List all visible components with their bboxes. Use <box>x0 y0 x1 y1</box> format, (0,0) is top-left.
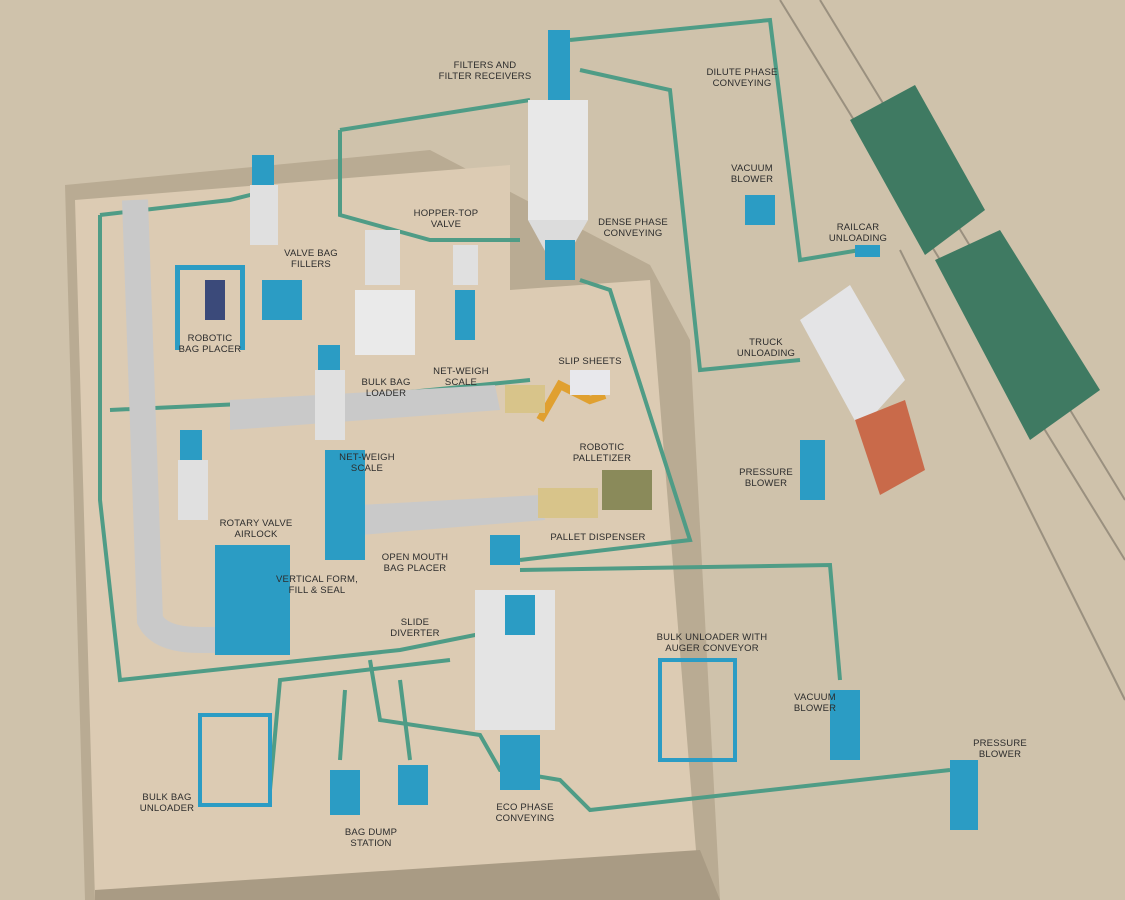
label-pressure-blower: PRESSURE BLOWER <box>973 738 1027 760</box>
filter-receiver-silo <box>528 30 588 280</box>
label-dense-phase: DENSE PHASE CONVEYING <box>598 217 668 239</box>
railcars <box>850 85 1100 440</box>
pallet <box>505 385 545 413</box>
label-truck-unloading: TRUCK UNLOADING <box>736 337 796 359</box>
conveyor <box>230 385 500 430</box>
label-net-weigh-scale: NET-WEIGH SCALE <box>433 366 489 388</box>
label-eco-phase: ECO PHASE CONVEYING <box>495 802 555 824</box>
equipment <box>175 155 978 830</box>
label-pressure-blower: PRESSURE BLOWER <box>739 467 793 489</box>
label-robotic-palletizer: ROBOTIC PALLETIZER <box>572 442 632 464</box>
label-slip-sheets: SLIP SHEETS <box>558 356 622 367</box>
label-dilute-phase: DILUTE PHASE CONVEYING <box>706 67 778 89</box>
pallet <box>538 488 598 518</box>
label-hopper-top-valve: HOPPER-TOP VALVE <box>413 208 479 230</box>
conveyor <box>360 495 545 535</box>
tanker-truck <box>800 285 925 495</box>
label-railcar-unloading: RAILCAR UNLOADING <box>828 222 888 244</box>
label-net-weigh-scale: NET-WEIGH SCALE <box>339 452 395 474</box>
slip-sheets <box>570 370 610 395</box>
wall-edge <box>95 850 720 900</box>
label-bulk-bag-loader: BULK BAG LOADER <box>361 377 411 399</box>
label-valve-bag-fillers: VALVE BAG FILLERS <box>284 248 338 270</box>
rail <box>899 249 1125 701</box>
label-bag-dump-station: BAG DUMP STATION <box>344 827 398 849</box>
label-bulk-unloader-auger: BULK UNLOADER WITH AUGER CONVEYOR <box>656 632 768 654</box>
label-filters: FILTERS AND FILTER RECEIVERS <box>438 60 532 82</box>
label-vacuum-blower: VACUUM BLOWER <box>730 163 774 185</box>
label-bulk-bag-unloader: BULK BAG UNLOADER <box>139 792 195 814</box>
label-pallet-dispenser: PALLET DISPENSER <box>550 532 646 543</box>
pallet <box>602 470 652 510</box>
label-rotary-valve-airlock: ROTARY VALVE AIRLOCK <box>219 518 293 540</box>
railcar-unloader <box>855 245 880 257</box>
label-vertical-form-fill-seal: VERTICAL FORM, FILL & SEAL <box>276 574 358 596</box>
label-open-mouth-bag-placer: OPEN MOUTH BAG PLACER <box>381 552 449 574</box>
conveyor <box>122 199 240 653</box>
label-vacuum-blower: VACUUM BLOWER <box>793 692 837 714</box>
label-slide-diverter: SLIDE DIVERTER <box>390 617 440 639</box>
label-robotic-bag-placer: ROBOTIC BAG PLACER <box>178 333 242 355</box>
